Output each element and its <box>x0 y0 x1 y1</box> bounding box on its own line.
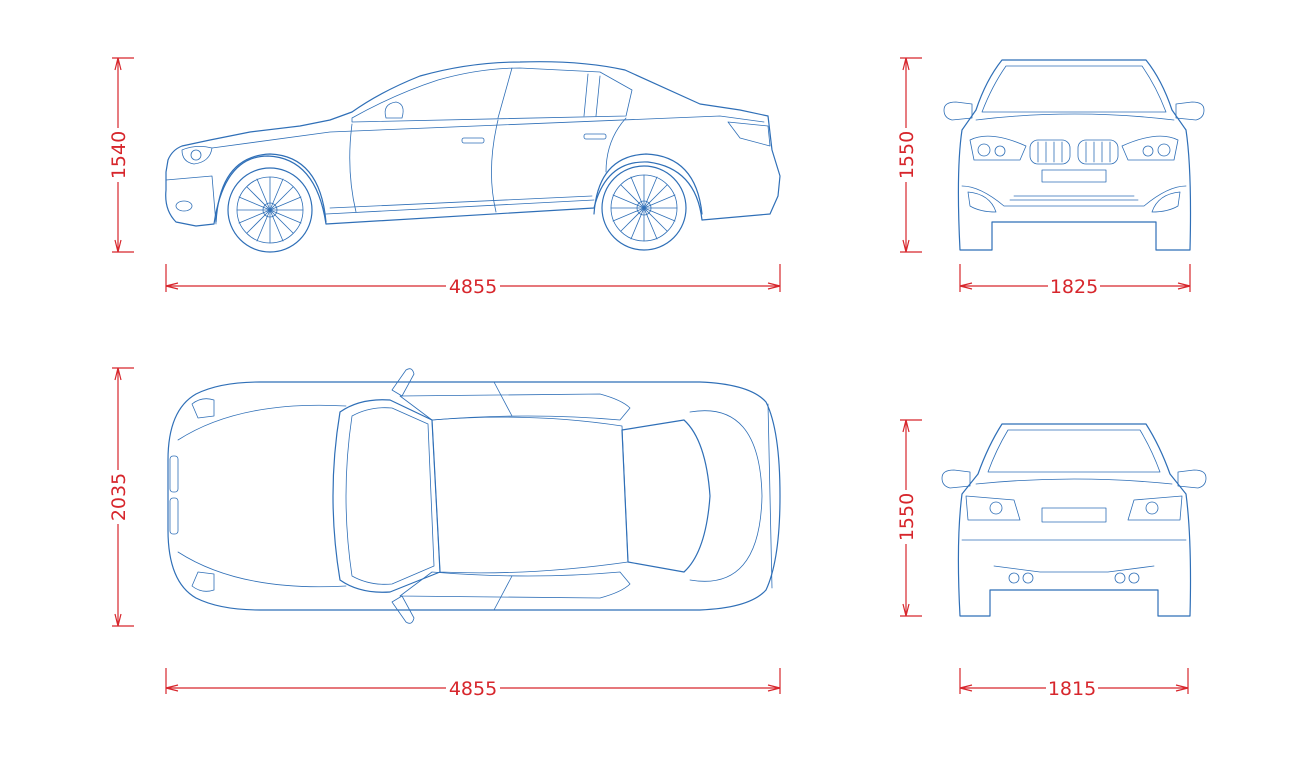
top-windshield <box>332 399 441 593</box>
side-rear-door-end <box>605 117 627 173</box>
side-rocker-line-2 <box>329 195 593 209</box>
rear-exhaust-left-2 <box>1022 572 1034 584</box>
side-rear-wheel <box>593 153 703 251</box>
side-fog-lamp <box>175 200 193 212</box>
front-view <box>943 59 1205 251</box>
side-height-label: 1540 <box>108 131 130 179</box>
top-rear-window <box>621 419 711 573</box>
front-windshield <box>981 65 1167 113</box>
side-rocker-line <box>325 199 595 215</box>
side-front-door-handle <box>461 137 485 144</box>
side-front-door-line <box>349 123 357 213</box>
top-hood-line-lower <box>177 551 347 588</box>
rear-exhaust-left-1 <box>1008 572 1020 584</box>
front-grille-right <box>1077 139 1119 165</box>
side-window-outline <box>351 67 633 123</box>
rear-body-outline <box>957 423 1192 617</box>
rear-exhaust-right-2 <box>1128 572 1140 584</box>
top-length-label: 4855 <box>449 678 497 700</box>
side-front-tire <box>227 167 313 253</box>
side-rear-door-line <box>491 119 499 213</box>
side-headlight <box>181 146 213 165</box>
side-beltline <box>211 115 765 149</box>
rear-window <box>987 429 1161 473</box>
side-b-pillar <box>497 67 513 119</box>
side-mirror <box>384 101 404 119</box>
side-front-bumper-line <box>165 175 217 225</box>
rear-view <box>941 423 1207 617</box>
top-left-b-pillar <box>493 381 513 417</box>
rear-height-label: 1550 <box>896 493 918 541</box>
front-width-label: 1825 <box>1050 276 1098 298</box>
front-left-headlight-ring-outer <box>977 143 991 157</box>
side-body-outline <box>165 61 781 227</box>
rear-right-taillight <box>1127 495 1183 521</box>
front-bumper-line <box>961 185 1187 207</box>
top-rear-edge <box>767 403 773 589</box>
rear-left-taillight-ring <box>989 501 1003 515</box>
rear-license-plate <box>1041 507 1107 523</box>
side-c-pillar-line <box>583 73 589 117</box>
side-front-wheel <box>215 153 327 253</box>
top-headlight-lower <box>191 571 215 592</box>
front-right-air-intake <box>1151 191 1181 213</box>
rear-width-label: 1815 <box>1048 678 1096 700</box>
side-front-wheel-arch <box>215 153 327 223</box>
top-grille-upper <box>169 455 179 493</box>
top-left-mirror <box>391 368 415 397</box>
front-left-mirror <box>943 101 973 121</box>
top-right-side-window <box>399 571 631 599</box>
side-rear-door-handle <box>583 133 607 140</box>
rear-left-taillight <box>965 495 1021 521</box>
top-trunk-line <box>689 410 763 582</box>
front-height-label: 1550 <box>896 131 918 179</box>
top-hood-line-upper <box>177 404 347 441</box>
top-width-label: 2035 <box>108 473 130 521</box>
side-rear-spokes <box>610 174 678 242</box>
top-body-outline <box>167 381 781 611</box>
front-right-headlight-ring-outer <box>1157 143 1171 157</box>
side-c-pillar-line-2 <box>595 75 601 117</box>
side-rear-tire <box>601 165 687 251</box>
front-grille-slats <box>1037 141 1111 163</box>
front-license-plate <box>1041 169 1107 183</box>
front-right-headlight-ring-inner <box>1142 145 1154 157</box>
rear-trunk-line <box>975 478 1173 485</box>
front-right-headlight <box>1121 135 1179 161</box>
front-left-headlight-ring-inner <box>994 145 1006 157</box>
top-windshield-inner <box>345 407 435 585</box>
front-right-mirror <box>1175 101 1205 121</box>
front-left-air-intake <box>967 191 997 213</box>
front-body-outline <box>957 59 1192 251</box>
top-headlight-upper <box>191 398 215 419</box>
top-right-mirror <box>391 595 415 624</box>
side-view <box>165 61 781 253</box>
front-hood-line <box>975 113 1175 121</box>
rear-diffuser <box>993 565 1155 573</box>
rear-exhaust-right-1 <box>1114 572 1126 584</box>
side-taillight <box>727 121 771 147</box>
top-roof <box>431 416 629 574</box>
rear-right-taillight-ring <box>1145 501 1159 515</box>
side-rear-wheel-arch <box>593 153 703 215</box>
side-length-label: 4855 <box>449 276 497 298</box>
rear-left-mirror <box>941 469 971 489</box>
front-grille-left <box>1029 139 1071 165</box>
top-left-side-window <box>399 393 631 421</box>
top-view <box>167 368 781 624</box>
side-headlight-ring <box>190 149 202 161</box>
side-front-spokes <box>236 176 304 244</box>
front-left-headlight <box>969 135 1027 161</box>
top-right-b-pillar <box>493 575 513 611</box>
top-grille-lower <box>169 497 179 535</box>
rear-right-mirror <box>1177 469 1207 489</box>
front-lower-grille <box>1009 195 1139 201</box>
